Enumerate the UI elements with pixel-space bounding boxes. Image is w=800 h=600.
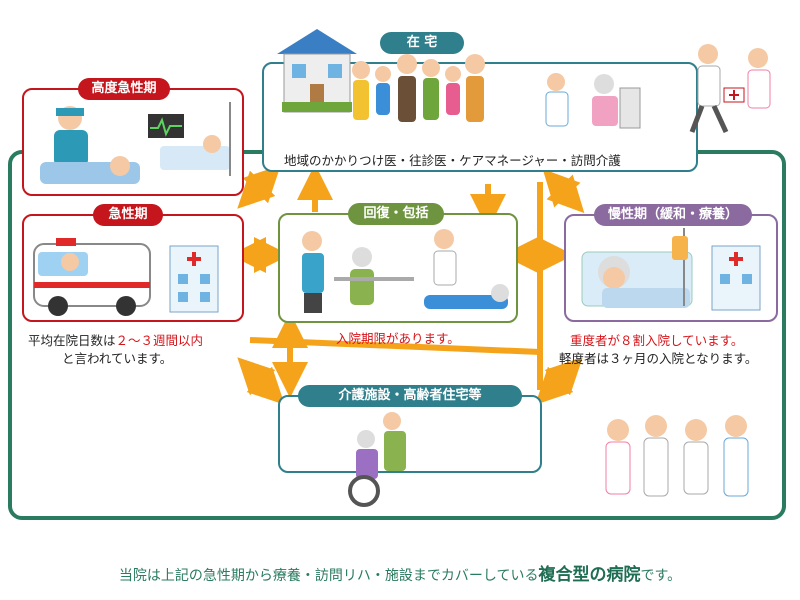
chronic-label: 慢性期（緩和・療養） [594,204,752,226]
rehabilitation-scene-icon [302,229,509,313]
footer-bold: 複合型の病院 [538,565,641,585]
footer-pre: 当院は上記の急性期から療養・訪問リハ・施設までカバーしている [118,568,539,584]
high-acute-label: 高度急性期 [78,78,170,100]
arrow-care-to-acute [237,357,276,396]
medical-staff-group-icon [605,415,749,497]
home-visit-doctor-icon [545,73,641,129]
chronic-note-line2: 軽度者は３ヶ月の入院となります。 [559,351,758,366]
acute-box [22,214,244,322]
arrow-home-to-high [237,170,276,209]
bedridden-patient-icon [581,228,761,311]
wheelchair-caregiver-icon [348,412,406,507]
acute-label: 急性期 [93,204,163,226]
running-doctor-nurse-icon [689,44,771,134]
arrow-chronic-to-care [535,366,574,405]
acute-note-highlight: ２～３週間以内 [115,333,204,348]
high-acute-box [22,88,244,196]
home-label: 在 宅 [380,32,464,54]
care-facility-label: 介護施設・高齢者住宅等 [298,385,522,407]
chronic-box [564,214,778,322]
acute-note-line2: と言われています。 [62,351,173,366]
ambulance-hospital-icon [33,238,219,316]
arrow-acute-chronic-line [249,337,541,355]
recovery-note: 入院期限があります。 [336,331,460,346]
icu-scene-icon [40,102,231,184]
acute-note-line1: 平均在院日数は２～３週間以内 [28,330,203,349]
footer-post: です。 [640,568,682,584]
home-caption: 地域のかかりつけ医・往診医・ケアマネージャー・訪問介護 [284,153,621,168]
house-icon [277,29,357,113]
family-icon [352,54,485,122]
recovery-box [278,213,518,323]
recovery-label: 回復・包括 [348,203,444,225]
home-box: 地域のかかりつけ医・往診医・ケアマネージャー・訪問介護 [262,29,698,172]
footer-text: 当院は上記の急性期から療養・訪問リハ・施設までカバーしている複合型の病院です。 [0,560,800,585]
acute-note-pre: 平均在院日数は [28,333,116,348]
chronic-note-line1: 重度者が８割入院しています。 [570,333,744,348]
arrow-chronic-to-home [542,168,581,208]
